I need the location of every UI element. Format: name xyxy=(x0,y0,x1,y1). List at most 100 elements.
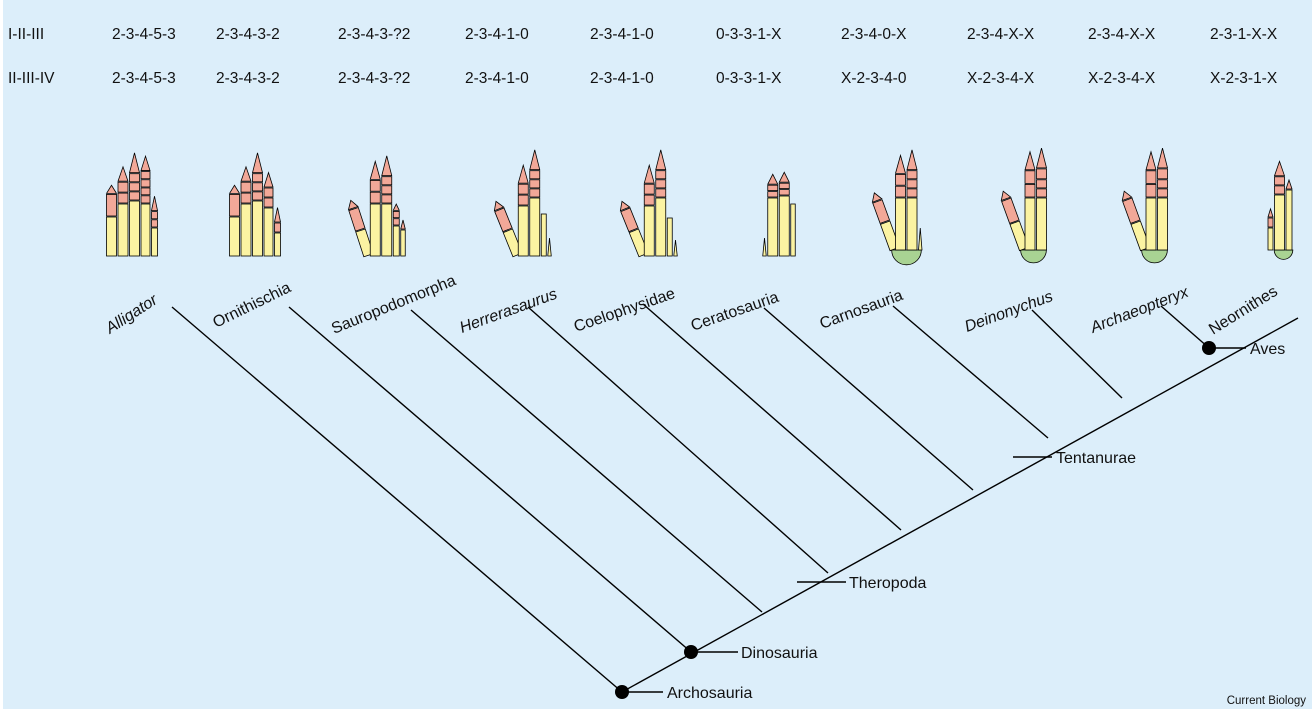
digit-2 xyxy=(894,153,907,251)
clade-dinosauria: Dinosauria xyxy=(741,645,818,662)
node-aves xyxy=(1202,341,1216,355)
formula-ornithischia-1: 2-3-4-3-2 xyxy=(216,26,280,43)
phalanx xyxy=(655,188,667,198)
hand-archaeopteryx xyxy=(1121,148,1169,264)
metacarpal xyxy=(673,239,678,257)
phalanx xyxy=(240,192,252,204)
digit-2 xyxy=(369,159,381,257)
digit-2 xyxy=(1024,150,1036,251)
phalanx xyxy=(1036,179,1047,189)
ungual-phalanx xyxy=(263,171,274,188)
digit-2 xyxy=(517,163,529,257)
phalanx xyxy=(1024,183,1036,198)
figure-background xyxy=(3,0,1312,709)
phalanx xyxy=(274,222,281,233)
phalanx xyxy=(778,189,790,196)
hand-herrerasaurus xyxy=(493,149,552,258)
digit-2 xyxy=(767,173,779,257)
clade-tentanurae: Tentanurae xyxy=(1056,450,1136,467)
digit-1 xyxy=(1121,190,1151,252)
hand-ceratosauria xyxy=(762,171,796,257)
metacarpal xyxy=(369,203,381,257)
formula-carnosauria-1: 2-3-4-0-X xyxy=(841,26,907,43)
phalanx xyxy=(1145,183,1157,198)
metacarpal xyxy=(1036,197,1047,251)
formula-neornithes-2: X-2-3-1-X xyxy=(1210,70,1278,87)
ungual-phalanx xyxy=(392,203,400,211)
formula-herrerasaurus-2: 2-3-4-1-0 xyxy=(465,70,529,87)
ungual-phalanx xyxy=(400,219,406,230)
metacarpal xyxy=(502,228,523,258)
ungual-phalanx xyxy=(767,173,779,185)
digit-4 xyxy=(263,171,274,257)
digit-1 xyxy=(228,184,241,257)
metacarpal xyxy=(1285,189,1293,251)
phalanx xyxy=(151,219,158,228)
formula-herrerasaurus-1: 2-3-4-1-0 xyxy=(465,26,529,43)
ungual-phalanx xyxy=(1024,150,1036,171)
formula-sauropodomorpha-2: 2-3-4-3-?2 xyxy=(338,70,410,87)
hand-coelophysidae xyxy=(619,149,678,258)
formula-neornithes-1: 2-3-1-X-X xyxy=(1210,26,1278,43)
ungual-phalanx xyxy=(347,199,359,211)
phalanx xyxy=(655,170,667,180)
metacarpal xyxy=(151,227,158,257)
phalanx xyxy=(348,206,366,232)
metacarpal xyxy=(906,197,918,251)
metacarpal xyxy=(1267,227,1274,251)
digit-2 xyxy=(643,163,655,257)
digit-3 xyxy=(251,152,264,257)
phalanx xyxy=(872,199,891,224)
formula-row-2: 2-3-4-5-3 2-3-4-3-2 2-3-4-3-?2 2-3-4-1-0… xyxy=(112,70,1278,87)
phalanx xyxy=(778,182,790,189)
phalanx xyxy=(906,188,918,198)
ungual-phalanx xyxy=(1273,160,1286,177)
branch-alligator xyxy=(171,306,623,693)
node-archosauria xyxy=(615,685,629,699)
spine xyxy=(621,317,1299,693)
digit-5 xyxy=(547,237,552,257)
digit-1 xyxy=(347,199,374,258)
metacarpal xyxy=(355,228,374,258)
ungual-phalanx xyxy=(105,184,118,194)
ungual-phalanx xyxy=(517,163,529,184)
digit-5 xyxy=(274,207,281,257)
digit-1 xyxy=(1267,207,1274,251)
digit-1 xyxy=(871,192,900,252)
ungual-phalanx xyxy=(1267,207,1274,218)
metacarpal xyxy=(274,232,281,257)
metacarpal xyxy=(666,217,673,257)
phalanx xyxy=(1274,185,1285,195)
metacarpal xyxy=(628,228,649,258)
ungual-phalanx xyxy=(778,171,790,183)
ungual-phalanx xyxy=(381,155,393,177)
metacarpal xyxy=(790,203,796,257)
metacarpal xyxy=(762,237,767,257)
metacarpal xyxy=(643,205,655,257)
digit-2 xyxy=(1273,160,1286,251)
phalanx xyxy=(1024,170,1036,184)
formula-deinonychus-2: X-2-3-4-X xyxy=(967,70,1035,87)
ungual-phalanx xyxy=(1000,190,1012,202)
phalanx xyxy=(381,194,393,204)
branch-coelophysidae xyxy=(642,303,902,531)
digit-2 xyxy=(117,165,129,257)
formula-sauropodomorpha-1: 2-3-4-3-?2 xyxy=(338,26,410,43)
phalanx xyxy=(369,179,381,192)
digit-2 xyxy=(1145,150,1157,251)
carpal-bone xyxy=(1141,249,1168,264)
phalanx xyxy=(1157,168,1168,180)
phalanx xyxy=(620,207,639,233)
phalanx xyxy=(1274,176,1285,186)
phalanx xyxy=(767,184,779,191)
phalanx xyxy=(140,179,151,188)
phalanx xyxy=(117,192,129,204)
digit-4 xyxy=(790,203,796,257)
ungual-phalanx xyxy=(1156,148,1169,169)
metacarpal xyxy=(1274,194,1285,251)
ungual-phalanx xyxy=(619,200,631,212)
metacarpal xyxy=(1130,220,1151,252)
phalanx xyxy=(392,210,400,219)
phalanx xyxy=(1267,217,1274,228)
phalanx xyxy=(369,191,381,204)
